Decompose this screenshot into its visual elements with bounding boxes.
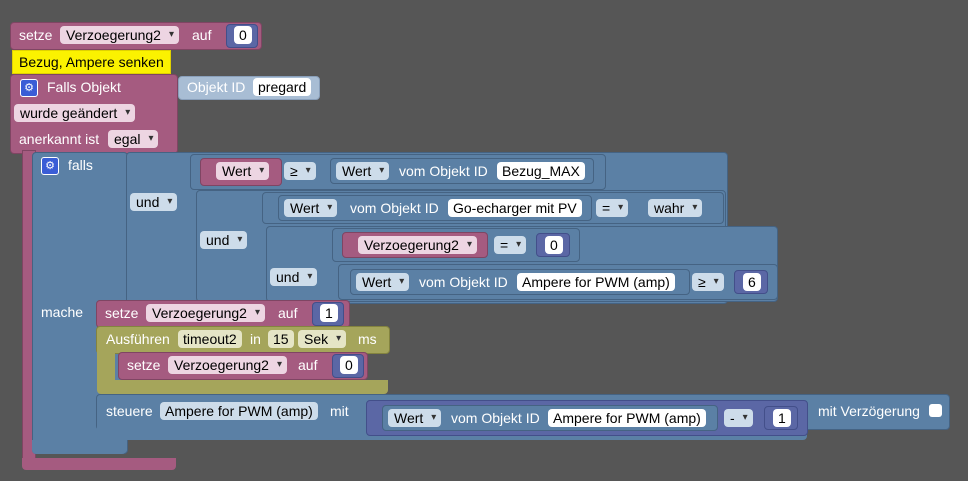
timeout-spine [97,350,115,384]
set-keyword-2: setze [127,357,161,373]
variable-dropdown-3[interactable]: Verzoegerung2 [358,236,477,254]
op-dropdown-1[interactable]: ≥ [284,162,316,180]
mache-label: mache [41,304,84,320]
wert-dropdown-5[interactable]: Wert [388,409,442,427]
vom-label-1: vom Objekt ID [399,163,488,179]
set-variable-block-2[interactable] [118,352,368,380]
timeout-in-label: in [250,331,261,347]
number-field-5[interactable]: 1 [320,304,338,322]
trigger-label: Falls Objekt [47,79,121,95]
timeout-name-field[interactable]: timeout2 [178,330,242,348]
ack-dropdown[interactable]: egal [108,130,159,148]
control-label: steuere [106,403,153,419]
falls-label: falls [68,157,93,173]
object-field-1[interactable]: Bezug_MAX [497,162,585,180]
gear-icon[interactable]: ⚙ [20,79,38,97]
control-mit-label: mit [330,403,349,419]
math-op-dropdown[interactable]: - [724,409,753,427]
auf-label-1: auf [278,305,298,321]
delay-label: mit Verzögerung [818,403,920,419]
number-field-7[interactable]: 1 [773,409,791,427]
number-field-4[interactable]: 6 [743,273,761,291]
object-id-field[interactable]: pregard [253,78,312,96]
vom-label-4: vom Objekt ID [419,274,508,290]
number-field-3[interactable]: 0 [545,236,563,254]
and-dropdown-1[interactable]: und [130,193,178,211]
changed-dropdown[interactable]: wurde geändert [14,104,136,122]
object-field-4[interactable]: Ampere for PWM (amp) [517,273,675,291]
set-keyword: setze [19,27,53,43]
auf-label-2: auf [298,357,318,373]
timeout-unit-dropdown[interactable]: Sek [298,330,347,348]
vom-label-5: vom Objekt ID [451,410,540,426]
op-dropdown-2[interactable]: = [596,199,629,217]
timeout-bottom [97,380,388,394]
ack-label: anerkannt ist [19,131,100,147]
comment-note[interactable]: Bezug, Ampere senken [12,50,171,74]
wert-dropdown-1b[interactable]: Wert [336,162,390,180]
variable-dropdown[interactable]: Verzoegerung2 [60,26,179,44]
auf-label: auf [192,27,212,43]
control-target-field[interactable]: Ampere for PWM (amp) [160,402,318,420]
object-field-5[interactable]: Ampere for PWM (amp) [548,409,706,427]
variable-dropdown-2[interactable]: Verzoegerung2 [168,356,287,374]
vom-label-2: vom Objekt ID [350,200,439,216]
timeout-label: Ausführen [106,331,170,347]
wert-dropdown-2[interactable]: Wert [284,199,338,217]
wert-dropdown-1[interactable]: Wert [216,162,270,180]
op-dropdown-4[interactable]: ≥ [692,273,724,291]
variable-dropdown-1[interactable]: Verzoegerung2 [146,304,265,322]
trigger-bottom [22,458,176,470]
object-field-2[interactable]: Go-echarger mit PV [448,199,582,217]
and-dropdown-2[interactable]: und [200,231,248,249]
number-field[interactable]: 0 [234,26,252,44]
op-dropdown-3[interactable]: = [494,236,527,254]
timeout-ms-label: ms [358,331,377,347]
bool-dropdown-2[interactable]: wahr [648,199,703,217]
delay-checkbox[interactable] [929,404,942,417]
timeout-amount-field[interactable]: 15 [268,330,294,348]
wert-dropdown-4[interactable]: Wert [356,273,410,291]
gear-icon-if[interactable]: ⚙ [41,157,59,175]
set-keyword-1: setze [105,305,139,321]
number-field-6[interactable]: 0 [340,356,358,374]
if-bottom [32,440,126,454]
object-id-label: Objekt ID [187,79,246,95]
and-dropdown-3[interactable]: und [270,268,318,286]
